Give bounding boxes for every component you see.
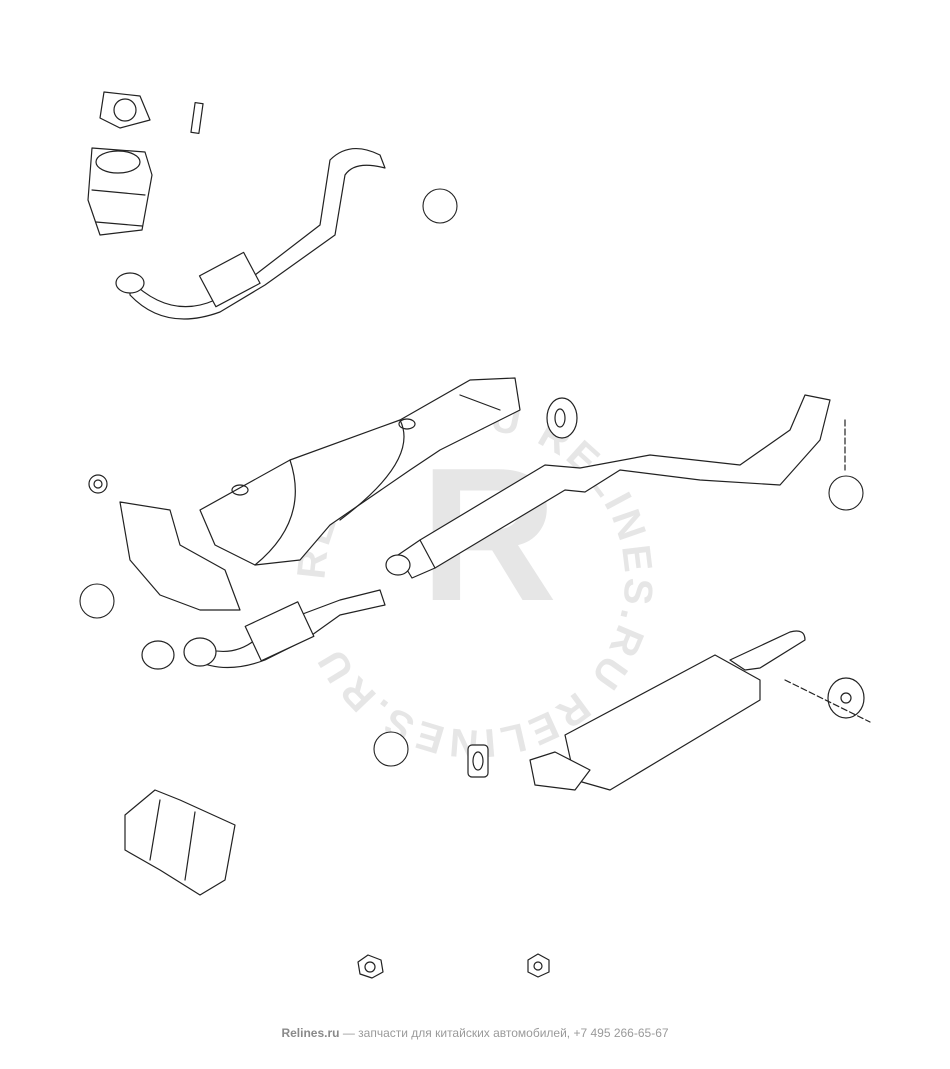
heat-shield-side[interactable] <box>119 501 241 611</box>
front-pipe[interactable] <box>115 148 386 320</box>
callout-1[interactable] <box>422 188 458 224</box>
hex-nut[interactable] <box>357 954 384 979</box>
center-muffler-pipe[interactable] <box>385 394 831 579</box>
footer-brand-link[interactable]: Relines.ru <box>281 1026 340 1040</box>
rubber-hanger-1[interactable] <box>546 397 578 439</box>
flange-nut[interactable] <box>527 953 550 978</box>
nut-washer[interactable] <box>88 474 108 494</box>
stud-bolt[interactable] <box>190 101 204 135</box>
callout-3[interactable] <box>79 583 115 619</box>
catalytic-converter-front[interactable] <box>87 147 153 236</box>
heat-shield-rear[interactable] <box>124 789 236 896</box>
callout-2[interactable] <box>828 475 864 511</box>
callout-4[interactable] <box>373 731 409 767</box>
rear-muffler[interactable] <box>529 630 806 791</box>
heat-shield-main[interactable] <box>199 377 521 566</box>
gasket-top[interactable] <box>99 91 151 129</box>
gasket-mid[interactable] <box>467 744 489 778</box>
footer: Relines.ru — запчасти для китайских авто… <box>0 1026 950 1040</box>
assembly-line <box>784 419 871 723</box>
footer-text: — запчасти для китайских автомобилей, +7… <box>339 1026 669 1040</box>
rubber-hanger-2[interactable] <box>827 677 865 719</box>
front-catalytic-pipe[interactable] <box>141 589 386 670</box>
